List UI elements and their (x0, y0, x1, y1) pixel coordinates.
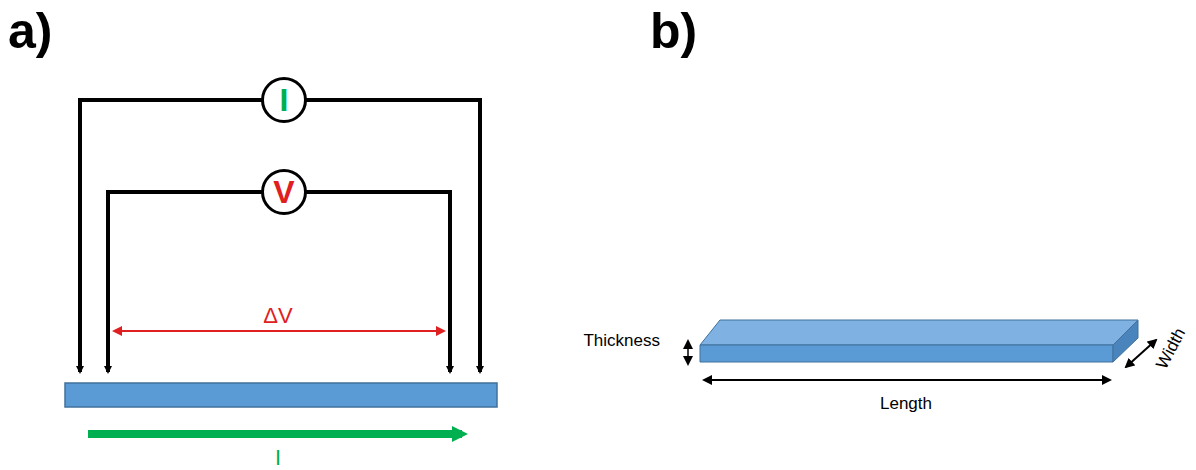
meter-letter: V (273, 176, 294, 208)
sample-bar-3d (700, 320, 1138, 362)
voltage-wires (108, 190, 450, 372)
width-arrow (1126, 340, 1156, 367)
ammeter-circle: I (261, 77, 307, 123)
sample-bar (65, 383, 497, 407)
dimension-label: Width (1153, 325, 1188, 371)
length-arrow (704, 379, 1110, 381)
meter-letter: I (280, 84, 289, 116)
current-wires (80, 98, 480, 372)
panel-label: b) (650, 6, 697, 56)
voltmeter-circle: V (261, 169, 307, 215)
dimension-label: Length (880, 395, 932, 412)
dimension-label: Thickness (583, 332, 660, 349)
current-label: I (275, 447, 281, 469)
thickness-arrow (687, 341, 689, 364)
voltage-label: ΔV (263, 305, 292, 327)
panel-label: a) (8, 6, 52, 56)
delta-v-arrow (114, 330, 444, 332)
current-arrow (88, 430, 462, 438)
